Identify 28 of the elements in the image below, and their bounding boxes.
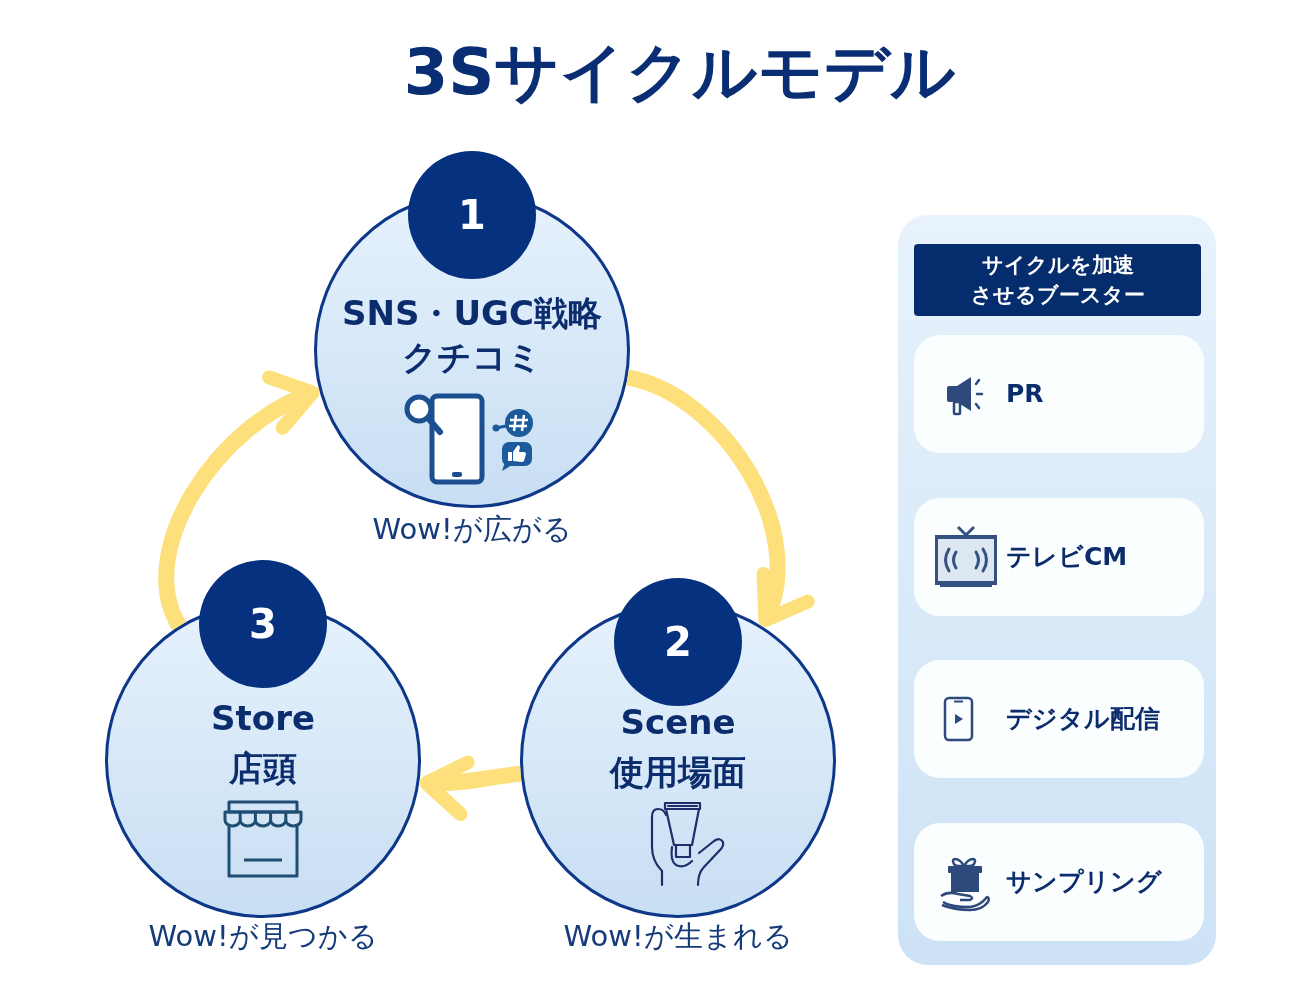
numbered-step-circle [105, 560, 421, 918]
panel-header [914, 244, 1201, 316]
curved-arrow [418, 753, 522, 820]
curved-arrow [625, 369, 812, 630]
step-label: 使用場面 [610, 751, 746, 793]
booster-label: デジタル配信 [1006, 704, 1160, 734]
booster-panel [898, 215, 1216, 965]
booster-label: PR [1006, 379, 1044, 409]
step-number: 1 [458, 191, 486, 239]
panel-heading: サイクルを加速させるブースター [970, 251, 1145, 309]
booster-card [914, 498, 1204, 616]
step-label: クチコミ [402, 336, 542, 378]
step-caption: Wow!が生まれる [563, 920, 793, 954]
booster-card [914, 660, 1204, 778]
booster-card [914, 823, 1204, 941]
booster-label: テレビCM [1006, 542, 1128, 572]
step-label: Scene [620, 701, 736, 743]
step-caption: Wow!が広がる [372, 513, 572, 547]
step-number: 2 [664, 618, 692, 666]
diagram-title: 3Sサイクルモデル [403, 34, 957, 111]
numbered-step-circle [314, 151, 630, 508]
step-caption: Wow!が見つかる [148, 920, 378, 954]
step-label: SNS・UGC戦略 [342, 292, 602, 334]
booster-label: サンプリング [1006, 867, 1162, 897]
booster-card [914, 335, 1204, 453]
numbered-step-circle [520, 578, 836, 918]
step-label: 店頭 [229, 747, 297, 789]
step-label: Store [211, 697, 315, 739]
